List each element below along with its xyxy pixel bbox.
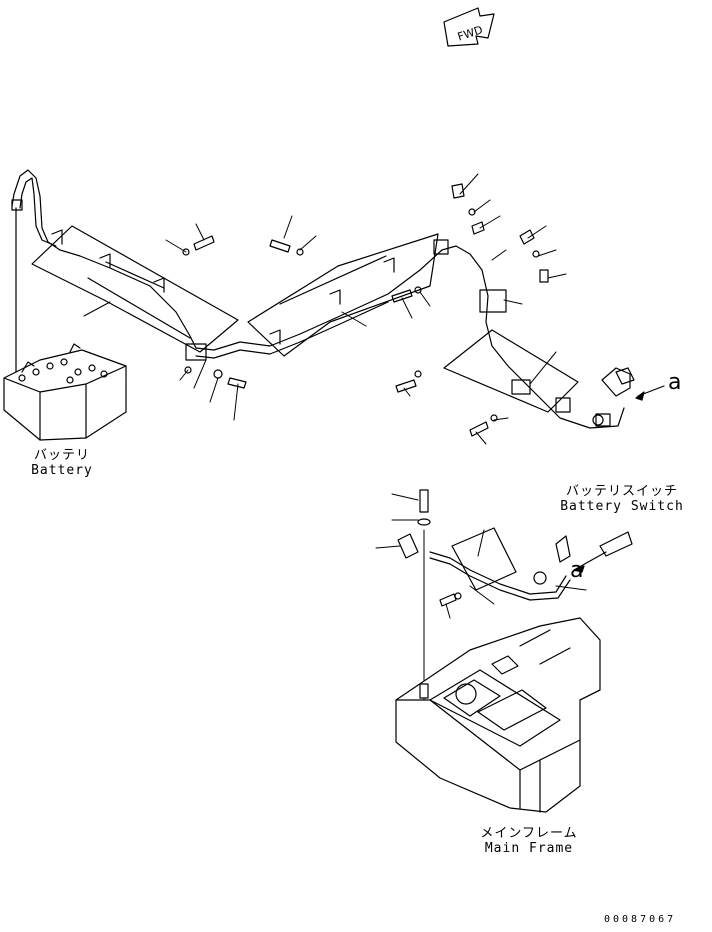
battery-label-jp: バッテリ <box>33 448 90 463</box>
leader-lines-lower <box>375 493 587 683</box>
battery-drawing <box>3 343 127 441</box>
battery-label-en: Battery <box>31 463 93 478</box>
main-battery-cable <box>185 239 625 429</box>
document-number: 00087067 <box>604 914 677 925</box>
main-frame-label-en: Main Frame <box>484 841 574 856</box>
battery-switch-assembly <box>397 489 633 607</box>
battery-switch-label: バッテリスイッチ Battery Switch <box>556 484 688 514</box>
battery-cable-left <box>11 169 197 349</box>
battery-label: バッテリ Battery <box>22 448 102 478</box>
fasteners <box>182 183 635 437</box>
main-frame-drawing <box>395 617 601 813</box>
battery-switch-label-en: Battery Switch <box>560 499 684 514</box>
terminal-cover <box>601 367 631 397</box>
main-frame-label: メインフレーム Main Frame <box>470 826 588 856</box>
forward-direction-arrow: FWD <box>443 7 495 47</box>
cable-clamps <box>51 229 395 345</box>
main-frame-label-jp: メインフレーム <box>480 826 578 841</box>
connection-callout-lower: a <box>570 558 584 583</box>
leader-lines-upper <box>83 173 567 445</box>
cable-protector-panels <box>31 225 579 413</box>
connection-callout-upper: a <box>668 370 682 395</box>
battery-switch-label-jp: バッテリスイッチ <box>565 484 678 499</box>
